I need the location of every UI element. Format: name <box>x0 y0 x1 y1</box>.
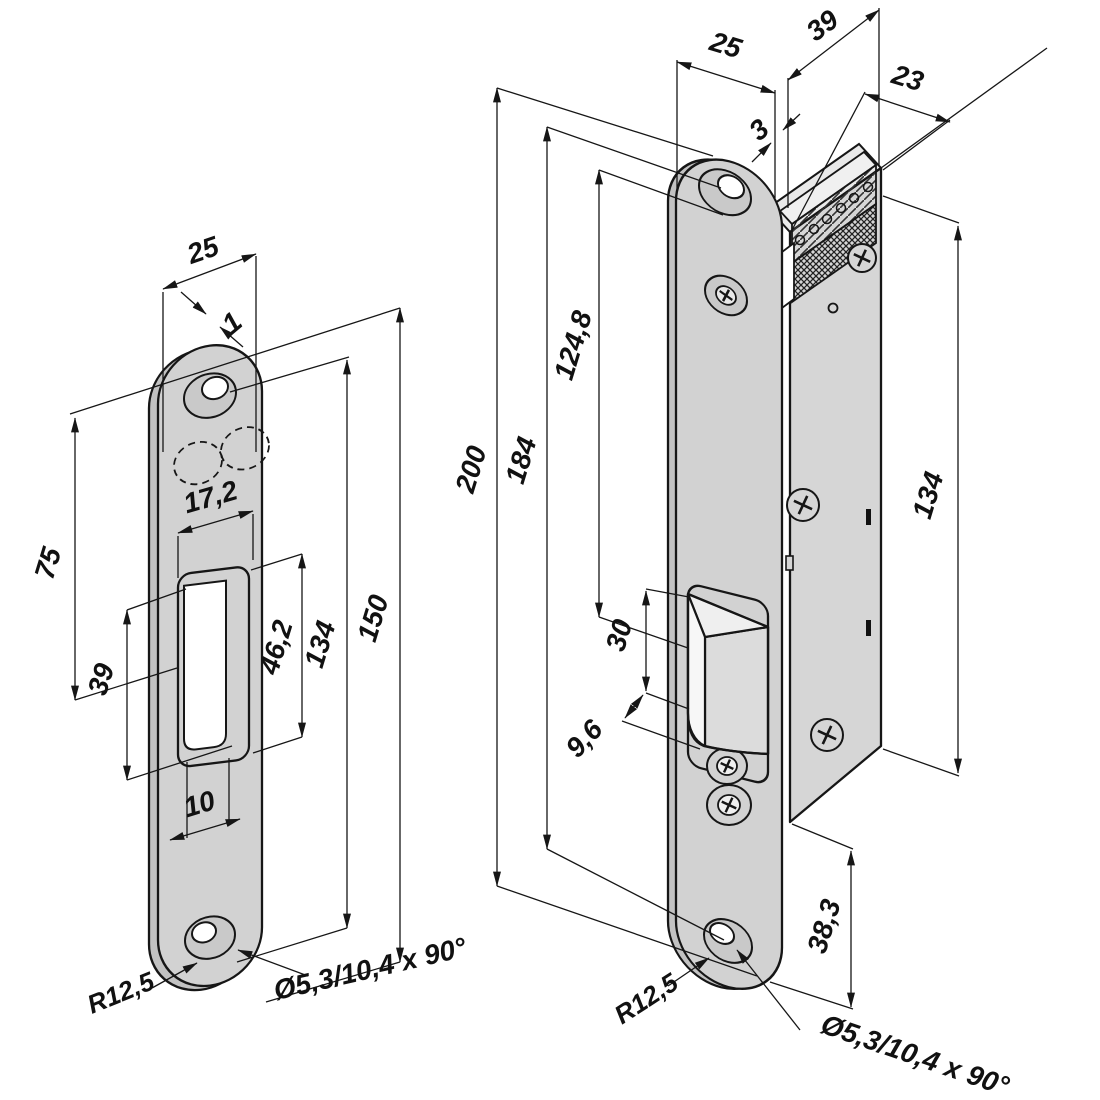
dim-hole-spacing: 184 <box>499 433 542 487</box>
latch-recess-outline <box>176 566 251 768</box>
body-screw-top <box>847 243 877 273</box>
dim-overall-depth: 39 <box>801 3 845 47</box>
bottom-mounting-hole-bore <box>191 921 217 944</box>
faceplate-face <box>674 158 784 991</box>
right-dimension-lines <box>493 9 962 1031</box>
dim-faceplate-thickness: 3 <box>743 113 775 147</box>
connector-tab <box>781 241 795 310</box>
latch-screw-lower <box>706 784 752 826</box>
dim-overall-length: 150 <box>351 591 394 645</box>
left-extension-lines <box>69 256 401 1003</box>
body-screw-middle <box>786 488 820 522</box>
hidden-hole-left <box>173 440 223 486</box>
body-screw-bottom <box>810 718 844 752</box>
dim-plate-thickness: 1 <box>216 306 248 340</box>
faceplate-screw <box>704 274 748 317</box>
dim-plate-width: 25 <box>182 230 223 270</box>
latch-wedge <box>686 592 770 756</box>
dim-body-to-end: 38,3 <box>801 895 847 957</box>
dim-body-depth: 23 <box>887 58 927 97</box>
dim-corner-radius: R12,5 <box>83 966 159 1020</box>
left-dimension-lines <box>71 253 404 989</box>
dim-opening-inner-height: 39 <box>82 659 121 698</box>
dim-top-to-opening: 75 <box>29 543 68 582</box>
electric-strike-view: 25 39 23 3 200 184 124,8 30 9,6 38,3 134… <box>449 3 1048 1100</box>
dim-top-to-latch: 124,8 <box>548 307 598 383</box>
body-clip <box>785 555 794 571</box>
body-slot-lower <box>866 620 871 636</box>
dim-overall-length: 200 <box>449 442 493 497</box>
dim-faceplate-width: 25 <box>705 25 745 64</box>
body-pin-hole <box>827 302 839 314</box>
hidden-hole-right <box>220 426 270 471</box>
strike-plate-body <box>147 344 270 992</box>
dim-hole-spec: Ø5,3/10,4 x 90° <box>817 1008 1014 1100</box>
dim-corner-radius: R12,5 <box>609 967 684 1030</box>
terminal-screws <box>794 181 874 246</box>
faceplate-bottom-hole-bore <box>709 922 735 945</box>
strike-plate-view: 25 1 17,2 75 39 46,2 134 150 10 R12,5 Ø5… <box>29 230 470 1019</box>
lock-body <box>766 142 883 824</box>
top-mounting-hole-bore <box>201 375 229 401</box>
faceplate-top-hole-bore <box>717 174 745 200</box>
body-slot-upper <box>866 509 871 525</box>
dim-latch-lip: 9,6 <box>559 713 609 763</box>
dim-hole-spacing: 134 <box>298 617 341 671</box>
strike-faceplate <box>666 158 784 991</box>
latch-screw-upper <box>706 747 748 785</box>
latch-opening <box>183 579 227 751</box>
dim-latch-height: 30 <box>600 615 639 654</box>
dim-body-length: 134 <box>906 468 949 522</box>
